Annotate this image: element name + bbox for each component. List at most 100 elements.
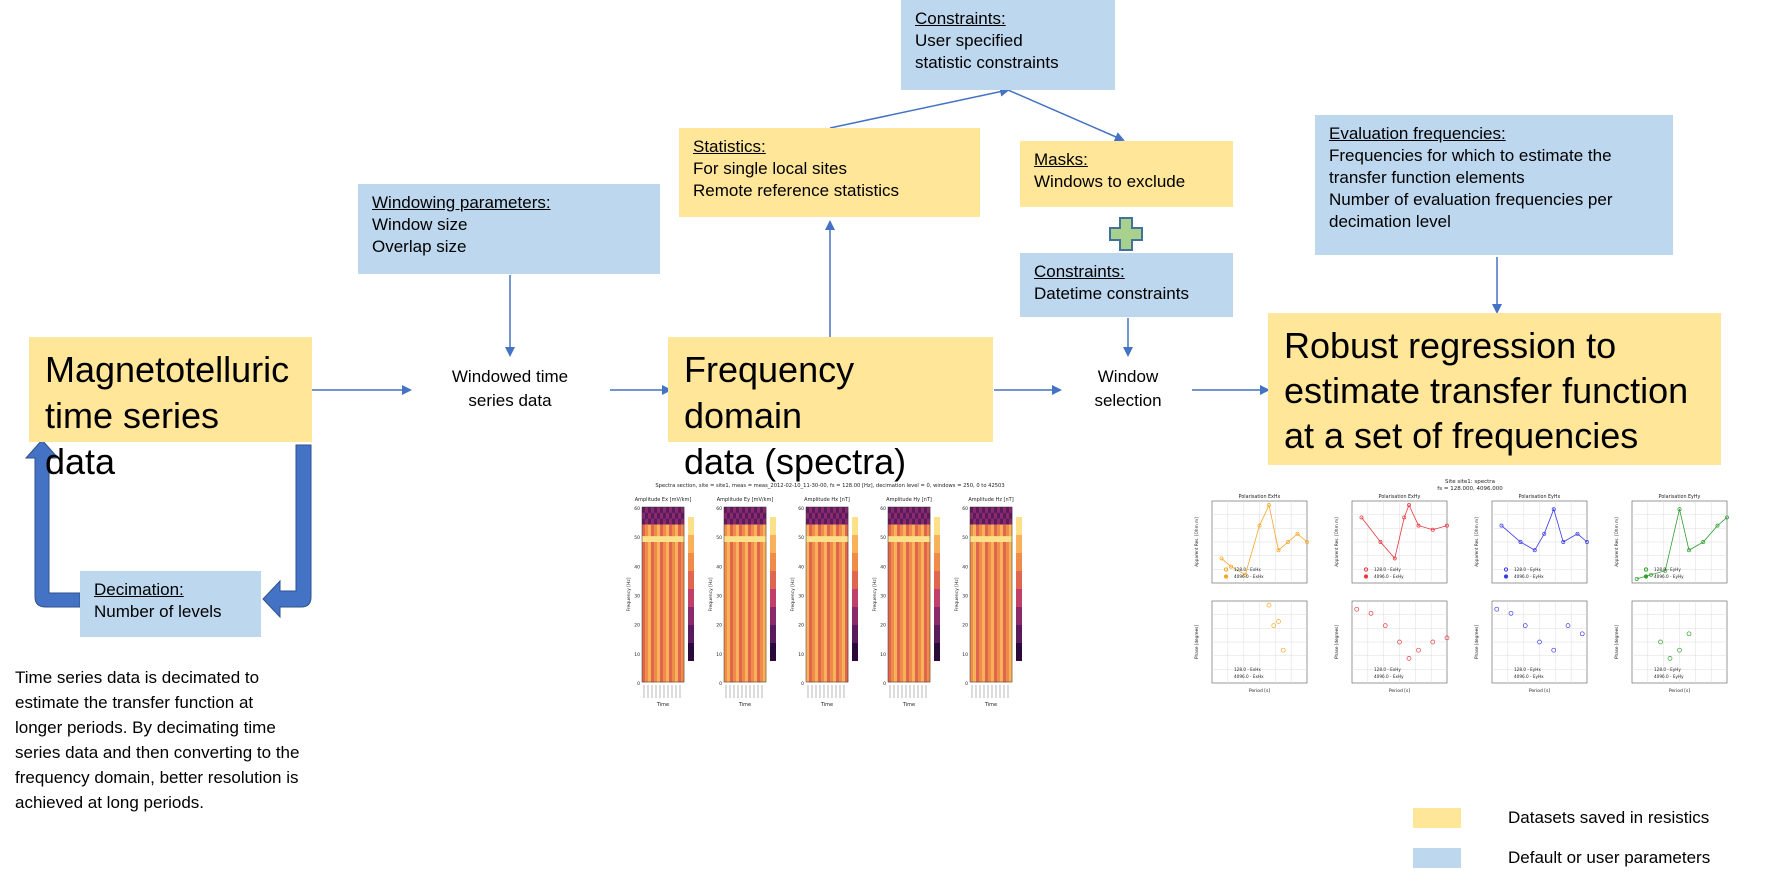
spectra-cell	[830, 565, 834, 572]
spectra-cell	[736, 536, 740, 543]
spectra-cell	[979, 577, 983, 584]
spectra-cell	[727, 623, 731, 630]
spectra-cell	[672, 652, 676, 659]
spectra-cell	[833, 524, 837, 531]
spectra-cell	[724, 670, 728, 677]
spectra-cell	[927, 617, 931, 624]
spectra-ytick-label: 30	[962, 594, 968, 600]
spectra-colorbar-segment	[1016, 643, 1022, 661]
spectra-cell	[660, 524, 664, 531]
spectra-cell	[906, 571, 910, 578]
spectra-cell	[669, 600, 673, 607]
spectra-cell	[648, 507, 652, 514]
spectra-cell	[657, 588, 661, 595]
spectra-cell	[757, 577, 761, 584]
spectra-cell	[973, 676, 977, 683]
spectra-cell	[663, 664, 667, 671]
spectra-cell	[845, 559, 849, 566]
spectra-cell	[815, 571, 819, 578]
spectra-cell	[645, 536, 649, 543]
tf-phase-point	[1579, 631, 1585, 637]
spectra-ytick-label: 50	[962, 535, 968, 541]
spectra-cell	[1003, 518, 1007, 525]
spectra-cell	[666, 577, 670, 584]
spectra-cell	[815, 670, 819, 677]
spectra-cell	[985, 617, 989, 624]
spectra-cell	[751, 606, 755, 613]
spectra-cell	[924, 547, 928, 554]
spectra-cell	[754, 577, 758, 584]
spectra-cell	[645, 676, 649, 683]
tf-subplot-title: Polarisation ExHx	[1239, 494, 1281, 500]
spectra-cell	[1009, 664, 1013, 671]
statistics-line2: Remote reference statistics	[693, 181, 899, 200]
spectra-cell	[724, 676, 728, 683]
spectra-cell	[736, 594, 740, 601]
spectra-cell	[654, 571, 658, 578]
spectra-cell	[1009, 565, 1013, 572]
spectra-cell	[727, 542, 731, 549]
spectra-cell	[651, 635, 655, 642]
spectra-cell	[648, 641, 652, 648]
spectra-cell	[903, 676, 907, 683]
spectra-cell	[760, 547, 764, 554]
spectra-cell	[997, 641, 1001, 648]
spectra-cell	[888, 635, 892, 642]
spectra-cell	[818, 664, 822, 671]
spectra-cell	[751, 553, 755, 560]
spectra-cell	[754, 559, 758, 566]
spectra-cell	[824, 542, 828, 549]
spectra-cell	[736, 571, 740, 578]
spectra-cell	[900, 652, 904, 659]
spectra-cell	[1006, 512, 1010, 519]
spectra-cell	[806, 612, 810, 619]
spectra-cell	[657, 652, 661, 659]
spectra-cell	[666, 518, 670, 525]
spectra-cell	[675, 635, 679, 642]
spectra-cell	[982, 530, 986, 537]
spectra-cell	[678, 559, 682, 566]
spectra-cell	[1000, 676, 1004, 683]
spectra-cell	[900, 571, 904, 578]
spectra-cell	[997, 588, 1001, 595]
spectra-cell	[894, 647, 898, 654]
param-evaluation-frequencies: Evaluation frequencies: Frequencies for …	[1315, 115, 1673, 255]
spectra-cell	[827, 635, 831, 642]
spectra-cell	[997, 518, 1001, 525]
spectra-cell	[681, 629, 685, 636]
spectra-cell	[891, 547, 895, 554]
spectra-cell	[994, 588, 998, 595]
masks-title: Masks:	[1034, 150, 1088, 169]
spectra-cell	[888, 658, 892, 665]
spectra-cell	[988, 559, 992, 566]
spectra-cell	[970, 530, 974, 537]
spectra-cell	[675, 547, 679, 554]
spectra-cell	[830, 676, 834, 683]
spectra-cell	[918, 617, 922, 624]
spectra-cell	[733, 623, 737, 630]
spectra-cell	[839, 600, 843, 607]
spectra-cell	[921, 553, 925, 560]
spectra-cell	[818, 547, 822, 554]
spectra-cell	[900, 542, 904, 549]
spectra-cell	[818, 606, 822, 613]
spectra-cell	[806, 676, 810, 683]
spectra-cell	[645, 641, 649, 648]
spectra-cell	[757, 594, 761, 601]
spectra-cell	[906, 530, 910, 537]
spectra-cell	[660, 629, 664, 636]
spectra-cell	[815, 600, 819, 607]
spectra-cell	[830, 507, 834, 514]
spectra-cell	[842, 577, 846, 584]
spectra-cell	[742, 512, 746, 519]
spectra-cell	[903, 629, 907, 636]
spectra-cell	[997, 652, 1001, 659]
spectra-cell	[824, 664, 828, 671]
spectra-cell	[809, 606, 813, 613]
spectra-cell	[821, 582, 825, 589]
spectra-cell	[906, 652, 910, 659]
spectra-cell	[818, 559, 822, 566]
spectra-cell	[666, 629, 670, 636]
spectra-cell	[912, 641, 916, 648]
spectra-cell	[742, 518, 746, 525]
